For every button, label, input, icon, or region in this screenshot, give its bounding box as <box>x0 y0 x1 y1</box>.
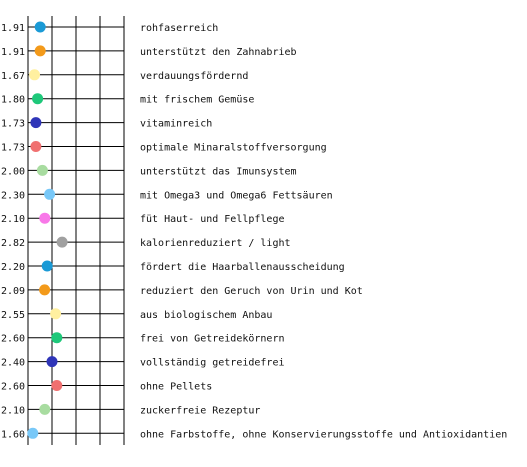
data-row: 2.10 zuckerfreie Rezeptur <box>1 403 260 416</box>
value-label: 2.60 <box>1 382 25 393</box>
data-point <box>30 141 42 152</box>
data-row: 2.60 ohne Pellets <box>1 380 212 393</box>
value-label: 2.10 <box>1 214 25 225</box>
data-row: 2.09 reduziert den Geruch von Urin und Ko… <box>1 284 363 297</box>
data-row: 2.55 aus biologischem Anbau <box>1 308 272 321</box>
data-row: 2.20 fördert die Haarballenausscheidung <box>1 260 345 273</box>
data-point <box>46 356 58 368</box>
chart-grid <box>27 16 125 445</box>
data-row: 2.00 unterstützt das Imunsystem <box>1 164 297 177</box>
chart-rows: 1.91 rohfaserreich 1.91 unterstützt den Zah… <box>1 21 507 440</box>
value-label: 1.80 <box>1 95 25 106</box>
value-label: 2.30 <box>1 190 25 201</box>
category-label: reduziert den Geruch von Urin und Kot <box>140 286 363 297</box>
data-point <box>30 117 42 129</box>
data-row: 2.30 mit Omega3 und Omega6 Fettsäuren <box>1 188 333 201</box>
value-label: 1.60 <box>1 429 25 440</box>
data-point <box>32 93 44 105</box>
data-row: 1.73 optimale Minaralstoffversorgung <box>1 141 327 154</box>
category-label: rohfaserreich <box>140 23 218 34</box>
data-point <box>29 69 40 81</box>
data-row: 1.67 verdauungsfördernd <box>1 69 248 82</box>
value-label: 2.10 <box>1 405 25 416</box>
data-point <box>56 236 68 248</box>
value-label: 2.09 <box>1 286 25 297</box>
value-label: 2.20 <box>1 262 25 273</box>
data-row: 1.73 vitaminreich <box>1 117 212 130</box>
data-point <box>51 380 63 391</box>
data-row: 1.60 ohne Farbstoffe, ohne Konservierungs… <box>1 427 507 440</box>
value-label: 1.73 <box>1 119 25 130</box>
category-label: mit Omega3 und Omega6 Fettsäuren <box>140 190 333 201</box>
data-point <box>51 332 63 344</box>
value-label: 2.00 <box>1 166 25 177</box>
data-point <box>39 212 51 224</box>
category-label: ohne Farbstoffe, ohne Konservierungsstof… <box>140 429 507 440</box>
value-label: 2.82 <box>1 238 25 249</box>
category-label: ohne Pellets <box>140 382 212 393</box>
category-label: vollständig getreidefrei <box>140 358 285 369</box>
data-point <box>39 403 51 415</box>
data-row: 2.60 frei von Getreidekörnern <box>1 332 285 345</box>
category-label: aus biologischem Anbau <box>140 310 272 321</box>
category-label: kalorienreduziert / light <box>140 238 291 249</box>
data-row: 1.80 mit frischem Gemüse <box>1 93 254 106</box>
data-row: 2.40 vollständig getreidefrei <box>1 356 285 369</box>
category-label: zuckerfreie Rezeptur <box>140 405 260 416</box>
value-label: 1.67 <box>1 71 25 82</box>
category-label: füt Haut- und Fellpflege <box>140 214 285 225</box>
category-label: optimale Minaralstoffversorgung <box>140 143 327 154</box>
data-point <box>50 308 62 320</box>
data-point <box>34 45 46 57</box>
data-point <box>36 164 48 176</box>
value-label: 2.60 <box>1 334 25 345</box>
value-label: 2.40 <box>1 358 25 369</box>
data-point <box>39 284 51 296</box>
category-label: frei von Getreidekörnern <box>140 334 285 345</box>
value-label: 1.73 <box>1 143 25 154</box>
category-label: mit frischem Gemüse <box>140 95 254 106</box>
value-label: 2.55 <box>1 310 25 321</box>
value-label: 1.91 <box>1 23 25 34</box>
data-point <box>34 21 46 33</box>
data-point <box>44 188 56 200</box>
data-row: 1.91 rohfaserreich <box>1 21 218 34</box>
data-row: 1.91 unterstützt den Zahnabrieb <box>1 45 297 58</box>
category-label: vitaminreich <box>140 119 212 130</box>
data-row: 2.10 füt Haut- und Fellpflege <box>1 212 285 225</box>
category-label: verdauungsfördernd <box>140 71 248 82</box>
data-point <box>27 427 39 439</box>
data-point <box>41 260 53 272</box>
category-label: fördert die Haarballenausscheidung <box>140 262 345 273</box>
data-row: 2.82 kalorienreduziert / light <box>1 236 291 249</box>
value-label: 1.91 <box>1 47 25 58</box>
category-label: unterstützt den Zahnabrieb <box>140 47 297 58</box>
category-label: unterstützt das Imunsystem <box>140 166 297 177</box>
